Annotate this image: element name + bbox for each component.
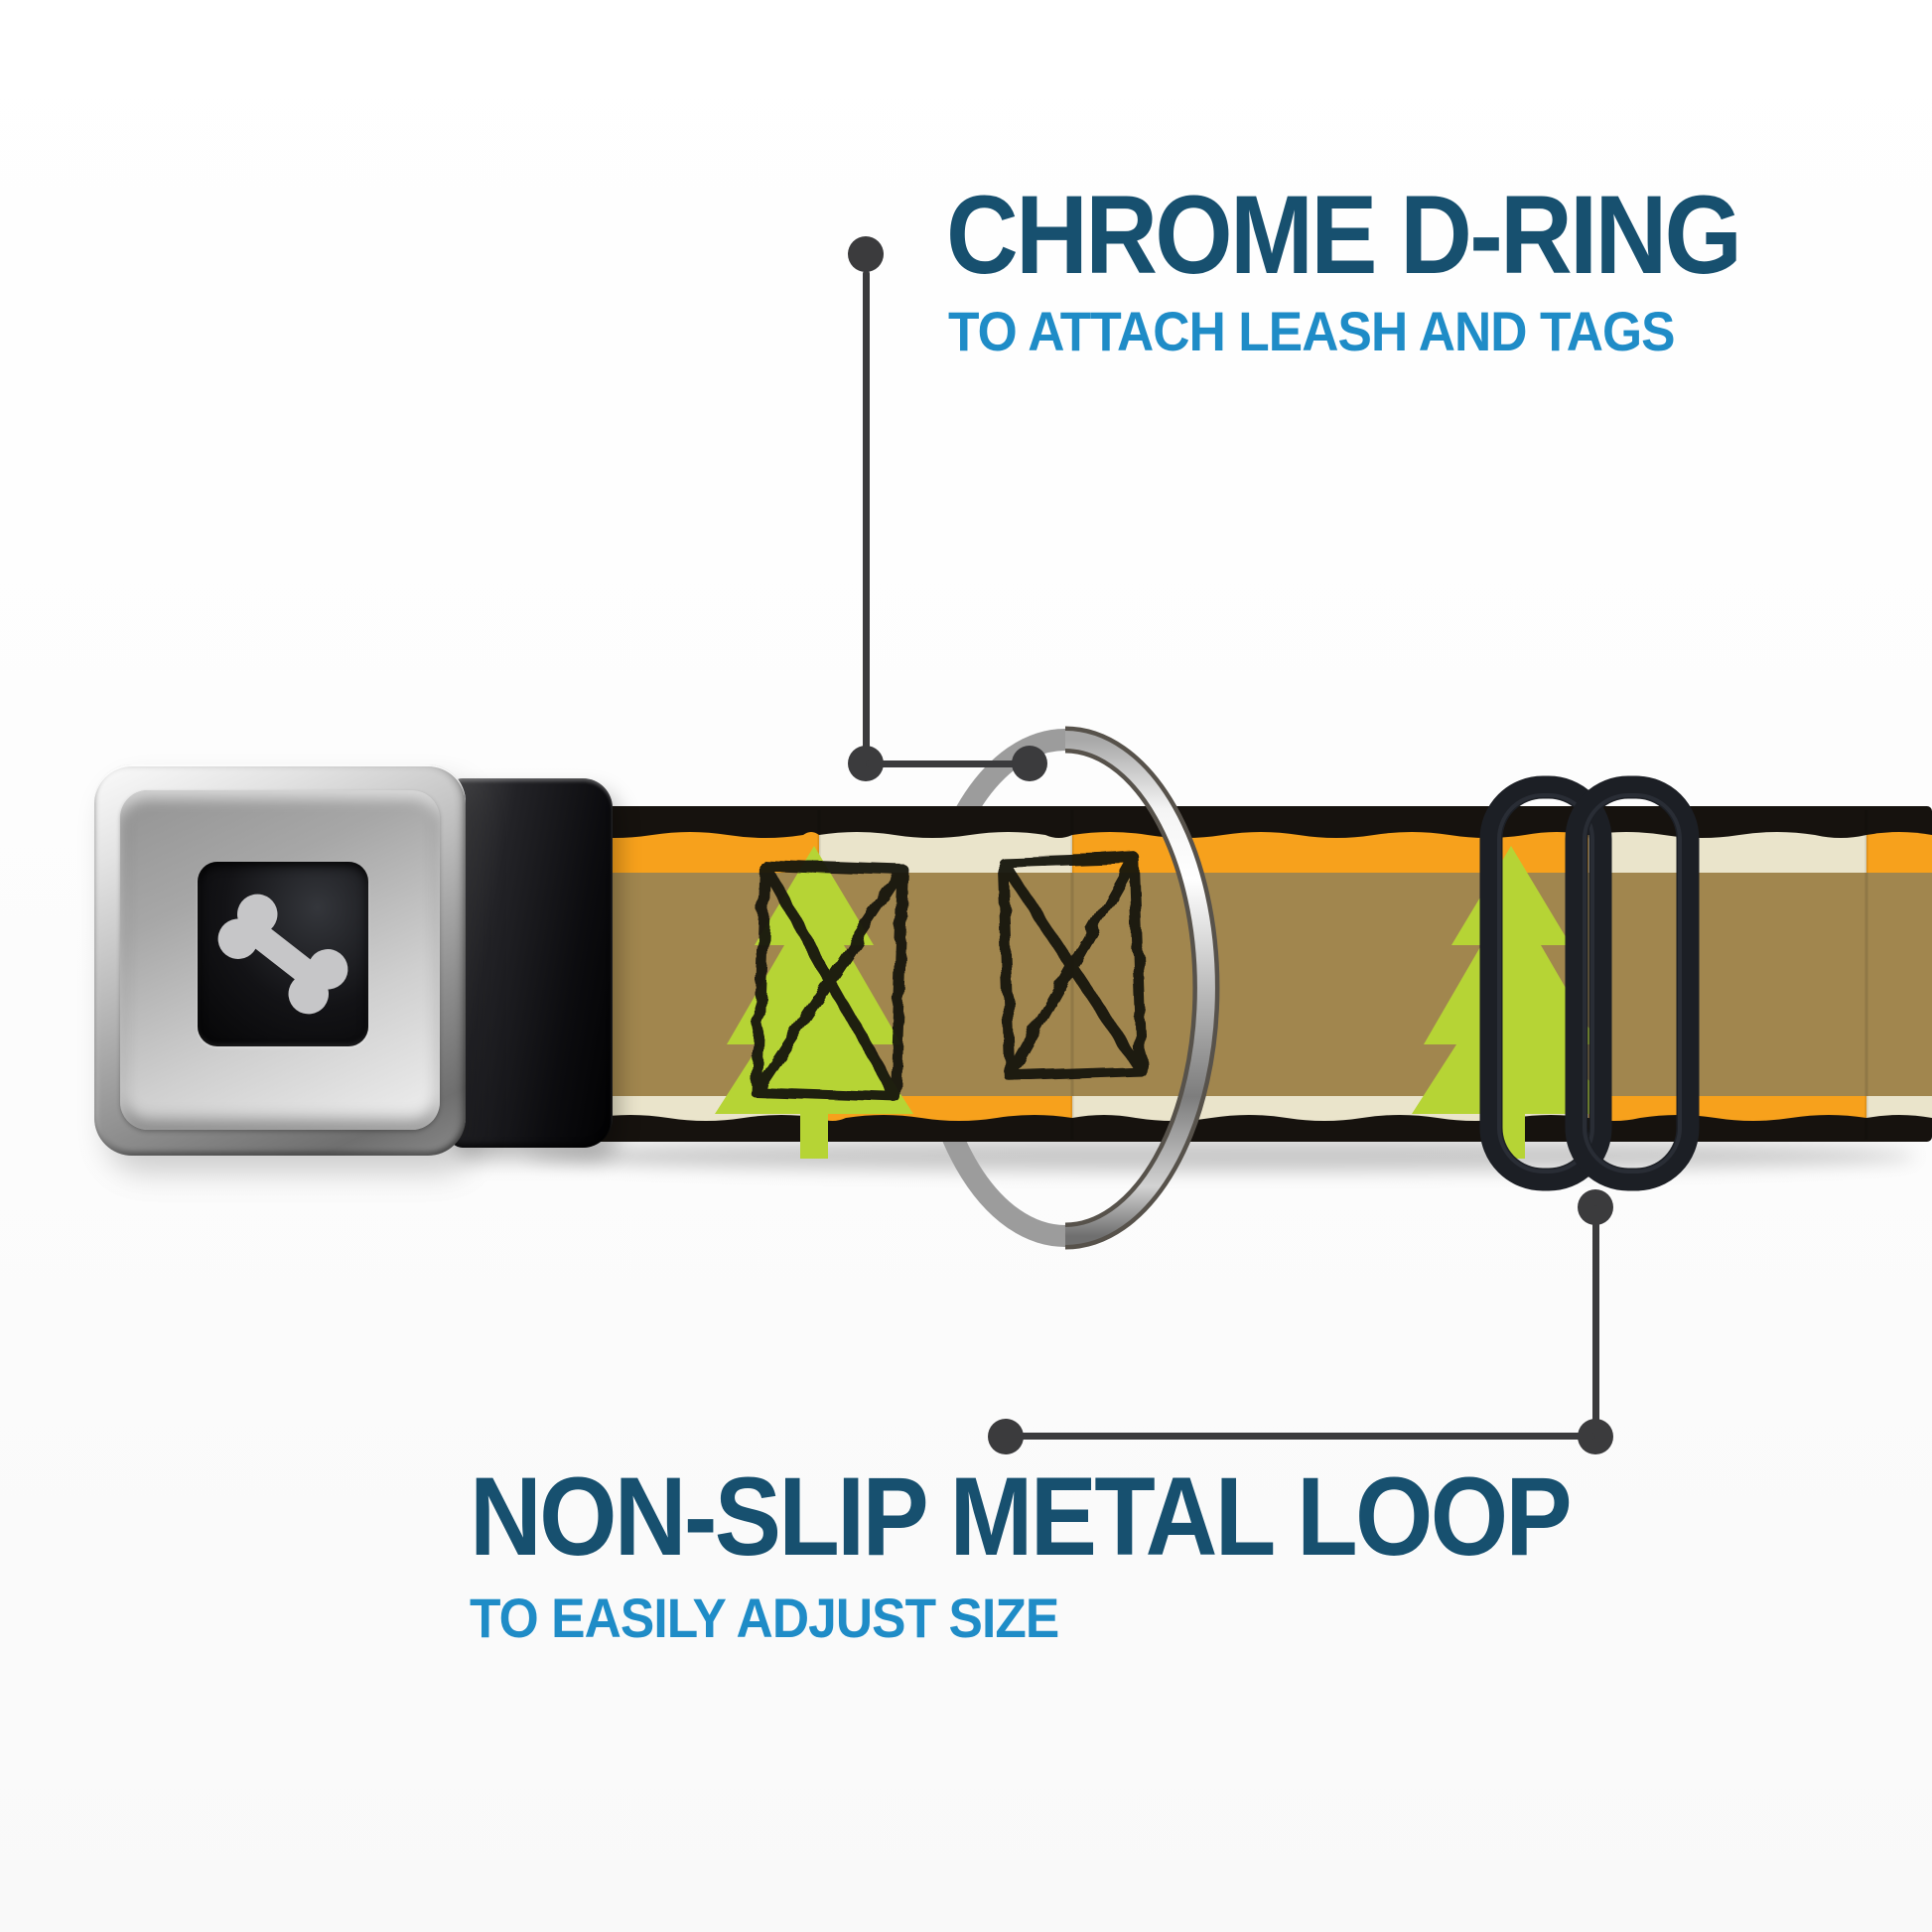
strap-top-stripe [1588,832,1866,873]
strap-bottom-stripe [1588,1096,1866,1121]
strap-shadow [526,1140,1916,1172]
strap-tan-body [1588,873,1866,1096]
strap-top-stripe [1866,832,1932,873]
metal-loop-slider [1565,775,1700,1191]
top-callout-dot-start [848,236,884,272]
metal-loop-highlight [1583,793,1682,1173]
top-callout-vertical-line [863,270,870,764]
buckle-latch [449,778,613,1148]
bottom-callout-subtitle: TO EASILY ADJUST SIZE [470,1587,1059,1649]
bottom-callout-horizontal-line [1006,1433,1595,1440]
top-callout-subtitle: TO ATTACH LEASH AND TAGS [948,300,1676,362]
strap-bottom-stripe [1866,1096,1932,1118]
d-ring-chrome [1064,731,1215,1245]
collar-strap [501,726,1932,1250]
top-callout-dot-end [1012,746,1047,781]
strap-top-stripe [1072,832,1588,873]
metal-loop-slider [1479,775,1612,1191]
pine-tree-icon [1412,846,1610,1159]
seatbelt-buckle [94,764,466,1156]
crossed-box-icon [751,860,909,1103]
buckle-face [120,790,440,1130]
bottom-callout-dot-end [988,1419,1024,1454]
top-callout-horizontal-line [866,760,1030,767]
buckle-logo-window [198,862,368,1046]
crossed-box-icon [997,852,1148,1082]
bottom-callout-title: NON-SLIP METAL LOOP [470,1454,1573,1579]
bone-icon [217,894,348,1015]
top-callout-title: CHROME D-RING [946,173,1742,297]
metal-loop-highlight [1497,793,1594,1173]
strap-tan-body [1866,873,1932,1096]
bottom-callout-vertical-line [1592,1205,1599,1437]
